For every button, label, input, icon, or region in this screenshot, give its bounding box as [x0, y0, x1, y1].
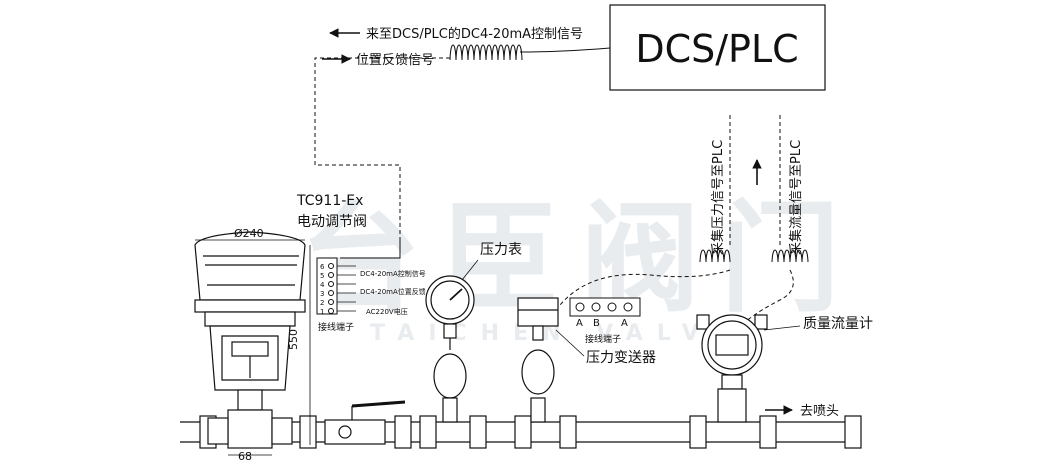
- terminal-power-label: AC220V电压: [366, 307, 408, 316]
- terminal-pin-number: 4: [320, 281, 325, 289]
- transmitter-leader: [555, 329, 585, 357]
- terminal-screw-icon: [328, 272, 334, 278]
- terminal-screw-icon: [623, 302, 633, 312]
- pipe-union: [514, 415, 532, 449]
- pipe-union: [394, 415, 412, 449]
- transmitter-terminal-block: A B A 接线端子: [569, 297, 641, 345]
- dashed-wire-flowmeter: [744, 269, 794, 323]
- valve-dimension-lines: [195, 239, 311, 456]
- terminal-screw-icon: [328, 281, 334, 287]
- terminal-screw-icon: [328, 299, 334, 305]
- coil-loop: [699, 249, 731, 263]
- terminal-screw-icon: [328, 263, 334, 269]
- terminal-pin-number: 2: [320, 299, 324, 307]
- pressure-signal-label: 采集压力信号至PLC: [710, 140, 726, 255]
- terminal-screw-icon: [328, 290, 334, 296]
- coil-loop: [771, 249, 809, 263]
- terminal-pin-number: 6: [320, 263, 325, 271]
- pipe-union: [759, 415, 777, 449]
- pipe-union: [469, 415, 487, 449]
- signal-coil-pressure: [699, 249, 731, 263]
- flowmeter-label: 质量流量计: [803, 316, 873, 332]
- mass-flowmeter: [696, 314, 768, 423]
- valve-dim-width: 68: [238, 450, 252, 463]
- terminal-pin-number: 3: [320, 290, 324, 298]
- pressure-transmitter-label: 压力变送器: [586, 350, 656, 366]
- signal-wire-to-dcs: [519, 47, 611, 53]
- terminal-pin-number: 1: [320, 308, 324, 316]
- dcs-plc-box: DCS/PLC: [609, 4, 826, 91]
- terminal-pin-number: 5: [320, 272, 324, 280]
- valve-model: TC911-Ex: [296, 193, 363, 209]
- pressure-gauge-label: 压力表: [480, 242, 522, 258]
- terminal-screw-icon: [575, 302, 585, 312]
- dashed-cable-valve: [314, 57, 450, 240]
- terminal-feedback-label: DC4-20mA位置反馈: [360, 287, 426, 296]
- terminal-screw-icon: [607, 302, 617, 312]
- outlet-label: 去喷头: [800, 404, 839, 419]
- pipe-union: [419, 415, 437, 449]
- pipe-fittings: [199, 415, 862, 449]
- wire-to-terminal: [340, 240, 401, 259]
- signal-coil-flow: [771, 249, 809, 263]
- transmitter-terminal-caption: 接线端子: [585, 333, 621, 345]
- pipe-union: [299, 415, 317, 449]
- pressure-gauge: [425, 275, 475, 423]
- transmitter-letter-a2: A: [621, 318, 628, 329]
- flowmeter-leader: [763, 325, 801, 331]
- transmitter-letter-b: B: [593, 318, 600, 329]
- transmitter-letter-a1: A: [576, 318, 583, 329]
- dashed-wire-transmitter: [559, 269, 731, 306]
- dcs-plc-label: DCS/PLC: [635, 27, 798, 71]
- pipe-union: [689, 415, 707, 449]
- valve-dim-diameter: Ø240: [234, 227, 264, 240]
- pressure-gauge-leader: [461, 259, 479, 281]
- flow-signal-label: 采集流量信号至PLC: [788, 140, 804, 255]
- control-signal-label: 来至DCS/PLC的DC4-20mA控制信号: [366, 26, 583, 42]
- terminal-screw-icon: [328, 308, 334, 314]
- terminal-caption: 接线端子: [318, 321, 354, 333]
- pressure-transmitter: [517, 297, 559, 423]
- electric-control-valve: [194, 231, 406, 449]
- pipe-union: [559, 415, 577, 449]
- terminal-control-label: DC4-20mA控制信号: [360, 269, 426, 278]
- feedback-signal-label: 位置反馈信号: [356, 53, 434, 68]
- coil-loop: [449, 44, 523, 61]
- valve-name: 电动调节阀: [297, 214, 367, 230]
- terminal-screw-icon: [591, 302, 601, 312]
- valve-dim-height: 550: [287, 329, 300, 350]
- pipe-union: [844, 415, 862, 449]
- signal-coil-top: [449, 44, 523, 61]
